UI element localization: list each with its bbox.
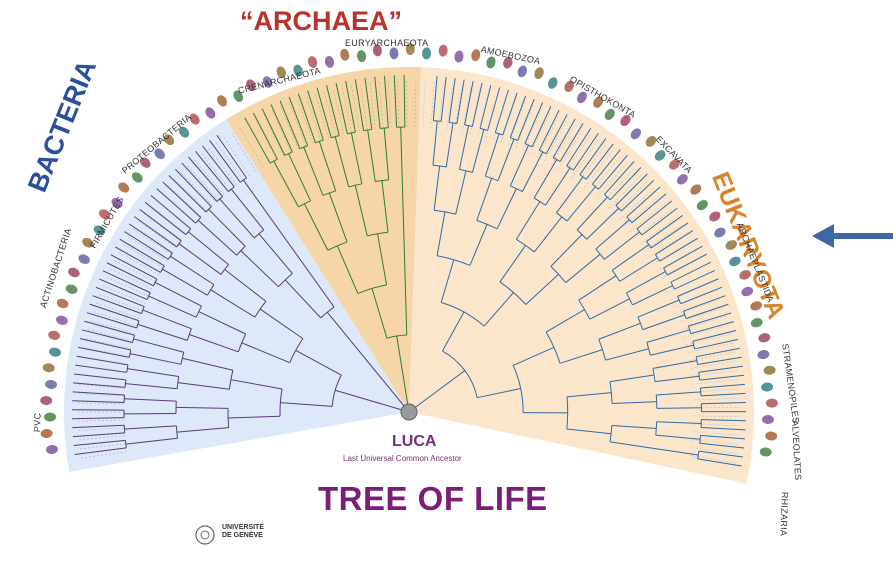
organism-icon (130, 170, 145, 185)
luca-sublabel: Last Universal Common Ancestor (343, 454, 462, 463)
figure-title: TREE OF LIFE (318, 480, 548, 518)
pointer-arrow-icon (812, 224, 893, 248)
group-label-euryarchaeota: EURYARCHAEOTA (345, 38, 428, 48)
group-label-pvc: PVC (32, 413, 43, 433)
organism-icon (422, 47, 432, 59)
organism-icon (485, 56, 497, 70)
organism-icon (42, 363, 55, 373)
organism-icon (45, 380, 58, 390)
organism-icon (40, 396, 52, 405)
organism-icon (77, 253, 92, 266)
organism-icon (55, 314, 69, 326)
organism-icon (454, 50, 465, 63)
organism-icon (44, 412, 56, 421)
organism-icon (759, 447, 772, 457)
institution-name: UNIVERSITÉ DE GENÈVE (222, 524, 264, 540)
organism-icon (215, 93, 229, 108)
organism-icon (46, 444, 59, 454)
organism-icon (758, 332, 772, 343)
organism-icon (203, 105, 217, 120)
organism-icon (389, 47, 398, 59)
organism-icon (40, 429, 53, 439)
organism-icon (56, 297, 70, 309)
organism-icon (688, 182, 703, 196)
organism-icon (695, 198, 710, 212)
luca-node (401, 404, 417, 420)
organism-icon (356, 50, 367, 63)
organism-icon (761, 382, 774, 392)
organism-icon (47, 330, 61, 341)
organism-icon (48, 347, 61, 358)
organism-icon (629, 126, 644, 141)
organism-icon (546, 76, 559, 91)
organism-icon (438, 44, 448, 57)
university-logo-icon (196, 526, 214, 544)
organism-icon (324, 55, 335, 69)
organism-icon (757, 349, 770, 360)
group-label-rhizaria: RHIZARIA (778, 492, 790, 537)
institution-line-2: DE GENÈVE (222, 532, 264, 540)
organism-icon (339, 48, 350, 61)
organism-icon (67, 266, 82, 279)
organism-icon (762, 415, 774, 424)
institution-line-1: UNIVERSITÉ (222, 524, 264, 532)
organism-icon (766, 398, 778, 407)
organism-icon (765, 431, 778, 441)
organism-icon (763, 365, 776, 375)
organism-icon (116, 180, 131, 194)
sector-eukaryota (409, 67, 754, 484)
organism-icon (516, 64, 528, 78)
organism-icon (533, 66, 546, 80)
domain-label-archaea: “ARCHAEA” (240, 6, 402, 37)
organism-icon (64, 283, 78, 296)
luca-label: LUCA (392, 433, 436, 451)
